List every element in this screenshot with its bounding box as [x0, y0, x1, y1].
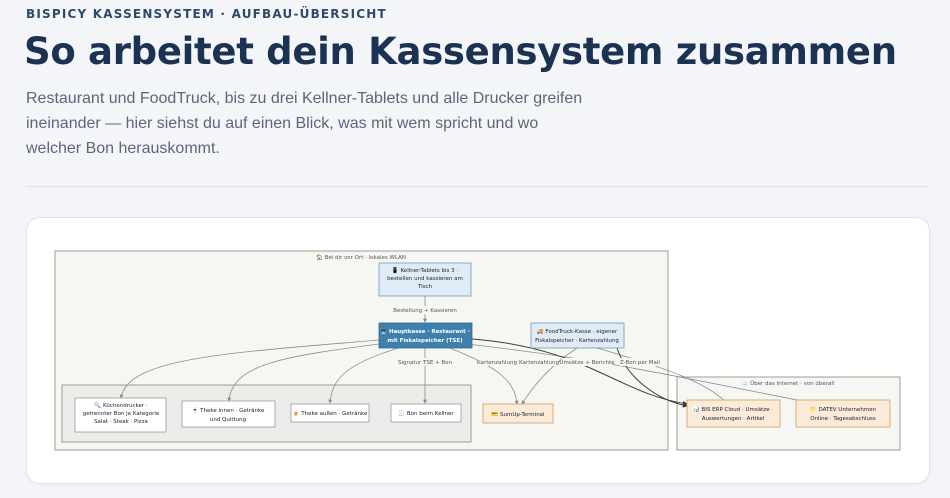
node-sumup: 💳 SumUp-Terminal	[482, 403, 554, 424]
svg-text:💳 SumUp-Terminal: 💳 SumUp-Terminal	[491, 412, 545, 418]
eyebrow: BISPICY KASSENSYSTEM · AUFBAU-ÜBERSICHT	[26, 7, 387, 21]
node-hauptkasse: 🖥️ Hauptkasse · Restaurant ·mit Fiskalsp…	[378, 322, 473, 349]
svg-text:🔍 Küchendrucker ·getrennter B: 🔍 Küchendrucker ·getrennter Bon je Kateg…	[83, 401, 160, 425]
svg-text:🧾 Bon beim Kellner: 🧾 Bon beim Kellner	[398, 410, 454, 417]
group-local-label: 🏠 Bei dir vor Ort · lokales WLAN	[316, 254, 406, 261]
node-tablets: 📱 Kellner-Tablets bis 3 ·bestellen und k…	[378, 262, 472, 297]
edge-kasse-erp	[471, 338, 688, 406]
node-bon-kellner: 🧾 Bon beim Kellner	[390, 403, 462, 423]
edge-label-zbon: Z-Bon per Mail	[620, 360, 660, 366]
divider	[26, 186, 928, 187]
group-cloud-label: ☁️ Über das Internet · von überall	[742, 380, 835, 387]
edge-foodtruck-erp	[616, 347, 688, 408]
svg-text:🖥️ Hauptkasse · Restaurant ·m: 🖥️ Hauptkasse · Restaurant ·mit Fiskalsp…	[380, 328, 470, 344]
edge-label-signatur: Signatur TSE + Bon	[398, 360, 453, 366]
page-title: So arbeitet dein Kassensystem zusammen	[24, 30, 897, 73]
node-erp: 📊 BIS ERP Cloud · Umsätze ·Auswertungen …	[686, 399, 781, 428]
svg-text:📱 Kellner-Tablets bis 3 ·best: 📱 Kellner-Tablets bis 3 ·bestellen und k…	[387, 267, 463, 290]
edge-kasse-theke-aussen	[328, 345, 406, 404]
page-subtitle: Restaurant und FoodTruck, bis zu drei Ke…	[26, 90, 583, 157]
edges-dark	[471, 338, 688, 408]
edge-label-bestellung: Bestellung + Kassieren	[393, 308, 457, 314]
svg-text:📊 BIS ERP Cloud · Umsätze ·Au: 📊 BIS ERP Cloud · Umsätze ·Auswertungen …	[693, 406, 773, 422]
architecture-diagram: 🏠 Bei dir vor Ort · lokales WLAN ☁️ Über…	[54, 250, 901, 451]
diagram-card: 🏠 Bei dir vor Ort · lokales WLAN ☁️ Über…	[26, 217, 930, 484]
edge-label-umsaetze: Umsätze + Berichte	[559, 360, 615, 366]
svg-text:🍺 Theke außen · Getränke: 🍺 Theke außen · Getränke	[293, 409, 368, 417]
edge-kasse-sumup	[446, 346, 519, 405]
edge-kasse-theke-innen	[227, 342, 388, 402]
edge-kasse-datev	[466, 343, 818, 406]
node-kuechendrucker: 🔍 Küchendrucker ·getrennter Bon je Kateg…	[74, 397, 167, 433]
edge-label-karte1: Kartenzahlung	[477, 360, 517, 366]
edge-label-karte2: Kartenzahlung	[519, 360, 559, 366]
edge-kasse-kueche	[119, 339, 380, 399]
edge-foodtruck-sumup	[521, 347, 578, 405]
node-theke-aussen: 🍺 Theke außen · Getränke	[290, 403, 370, 423]
